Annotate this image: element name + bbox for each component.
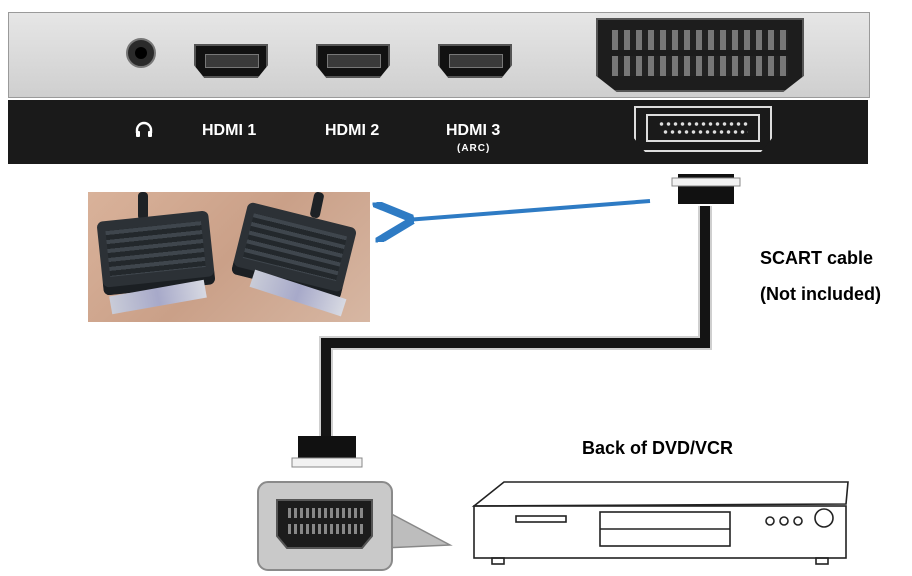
hdmi-2-socket bbox=[316, 44, 390, 78]
cable-caption-note: (Not included) bbox=[760, 284, 881, 304]
device-caption: Back of DVD/VCR bbox=[582, 438, 734, 458]
cable-outline bbox=[319, 206, 712, 440]
dvd-vcr-device bbox=[471, 481, 849, 565]
hdmi-3-socket bbox=[438, 44, 512, 78]
cable-caption: SCART cable bbox=[760, 248, 874, 268]
scart-plugs-photo bbox=[88, 192, 370, 322]
headphone-icon bbox=[135, 121, 153, 137]
arrow-to-photo bbox=[406, 199, 651, 220]
hdmi-1-label: HDMI 1 bbox=[202, 122, 257, 139]
hdmi-3-arc-label: (ARC) bbox=[457, 143, 491, 154]
hdmi-2-label: HDMI 2 bbox=[325, 122, 380, 139]
hdmi-1-socket bbox=[194, 44, 268, 78]
scart-icon bbox=[634, 106, 772, 152]
hdmi-3-label: HDMI 3 bbox=[446, 122, 501, 139]
scart-icon-pins bbox=[646, 114, 760, 142]
headphone-jack-hole bbox=[135, 47, 147, 59]
callout-pointer bbox=[383, 508, 453, 549]
scart-cable bbox=[321, 206, 710, 440]
tv-scart-socket bbox=[596, 18, 804, 92]
